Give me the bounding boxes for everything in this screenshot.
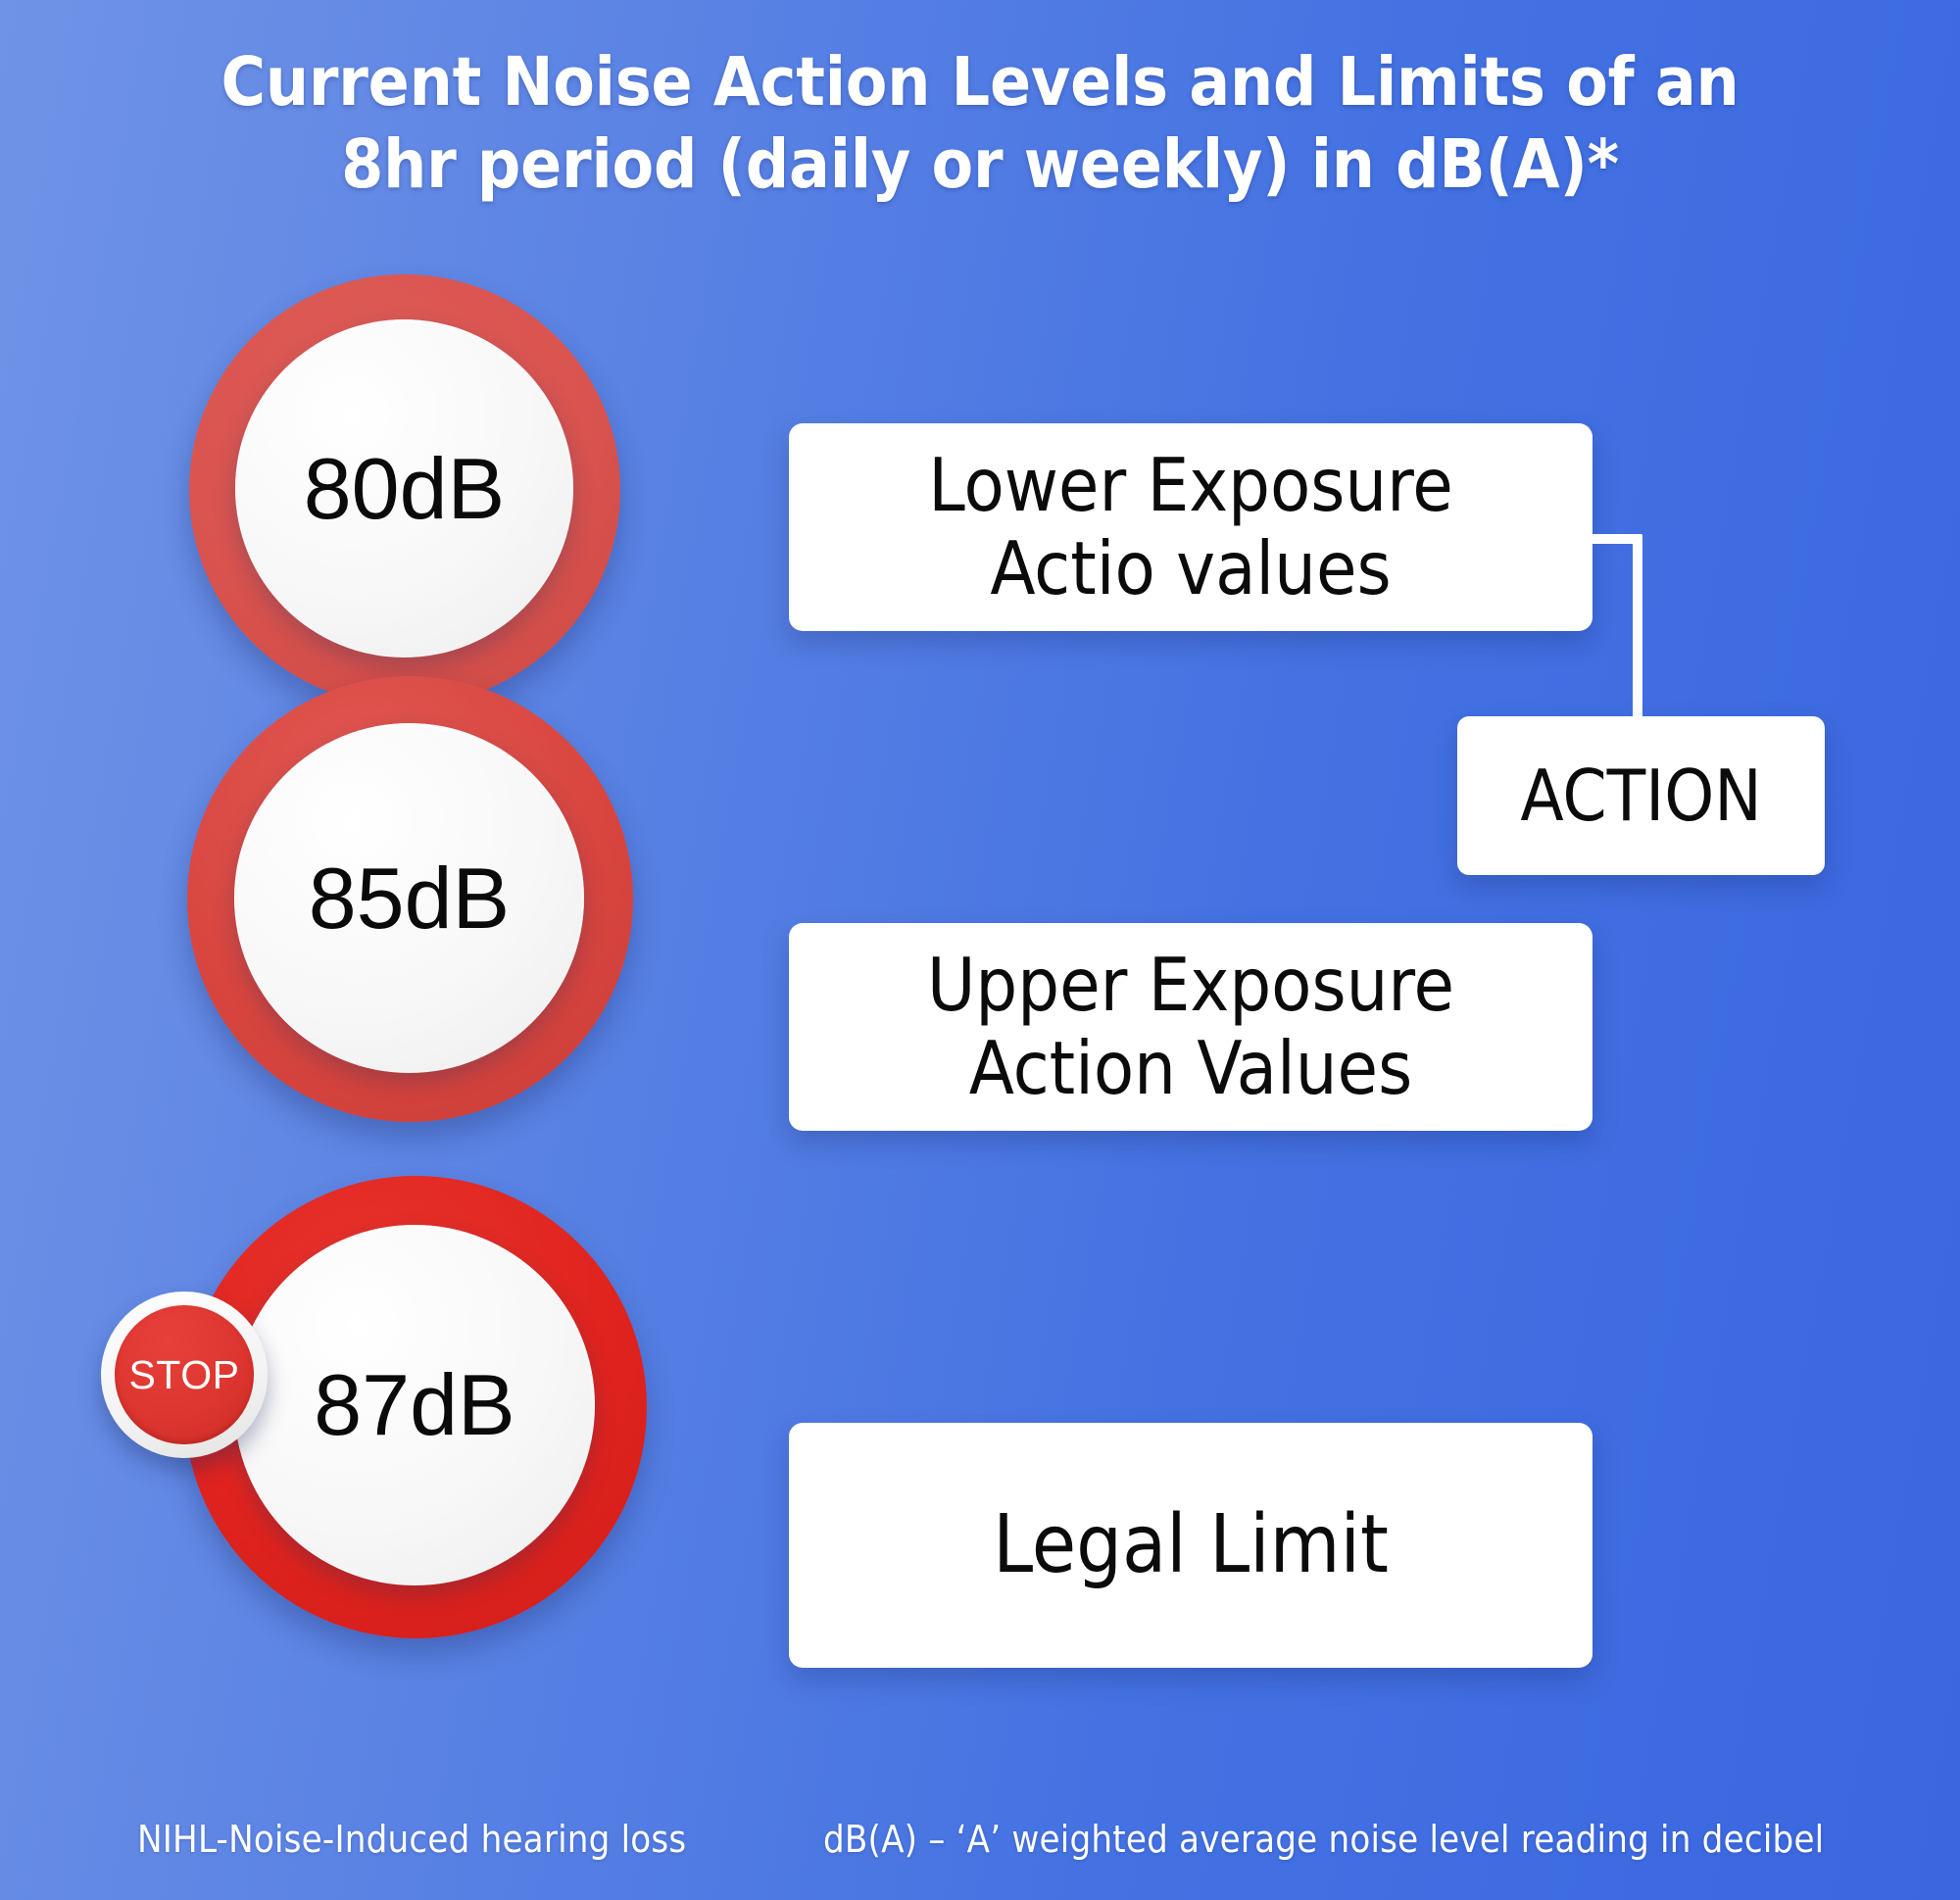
db-value-85: 85dB [308,849,511,947]
noise-level-circle-85db: 85dB [152,658,662,1168]
noise-level-circle-87db: 87dB [147,1156,676,1685]
page-title-line-2: 8hr period (daily or weekly) in dB(A)* [341,125,1619,205]
label-box-legal-limit-text: Legal Limit [993,1498,1389,1592]
connector-vertical-segment [1633,534,1642,725]
stop-badge-label: STOP [128,1351,240,1397]
inner-disc-85db: 85dB [234,723,584,1073]
callout-box-action: ACTION [1457,716,1825,875]
inner-disc-80db: 80dB [235,319,573,658]
callout-box-action-text: ACTION [1520,754,1762,837]
lower-exposure-line-1: Lower Exposure [928,441,1453,528]
db-value-80: 80dB [303,439,506,537]
stop-sign-icon: STOP [101,1291,268,1458]
stop-badge-core: STOP [115,1305,254,1444]
lower-exposure-line-2: Actio values [990,525,1392,611]
label-box-lower-exposure: Lower Exposure Actio values [789,423,1592,631]
page-title-line-1: Current Noise Action Levels and Limits o… [220,43,1740,122]
label-box-upper-exposure-text: Upper Exposure Action Values [902,941,1480,1111]
upper-exposure-line-1: Upper Exposure [927,941,1454,1028]
db-value-87: 87dB [314,1356,515,1453]
noise-level-circle-80db: 80dB [157,257,647,747]
footnote-dba: dB(A) – ‘A’ weighted average noise level… [823,1818,1825,1861]
page-title: Current Noise Action Levels and Limits o… [0,41,1960,206]
label-box-lower-exposure-text: Lower Exposure Actio values [903,441,1479,611]
label-box-upper-exposure: Upper Exposure Action Values [789,923,1592,1131]
inner-disc-87db: 87dB [234,1225,595,1585]
upper-exposure-line-2: Action Values [968,1025,1413,1111]
elbow-connector-line-icon [1568,534,1666,730]
footnote-nihl: NIHL-Noise-Induced hearing loss [137,1818,687,1861]
label-box-legal-limit: Legal Limit [789,1423,1592,1668]
connector-horizontal-segment [1568,534,1642,544]
